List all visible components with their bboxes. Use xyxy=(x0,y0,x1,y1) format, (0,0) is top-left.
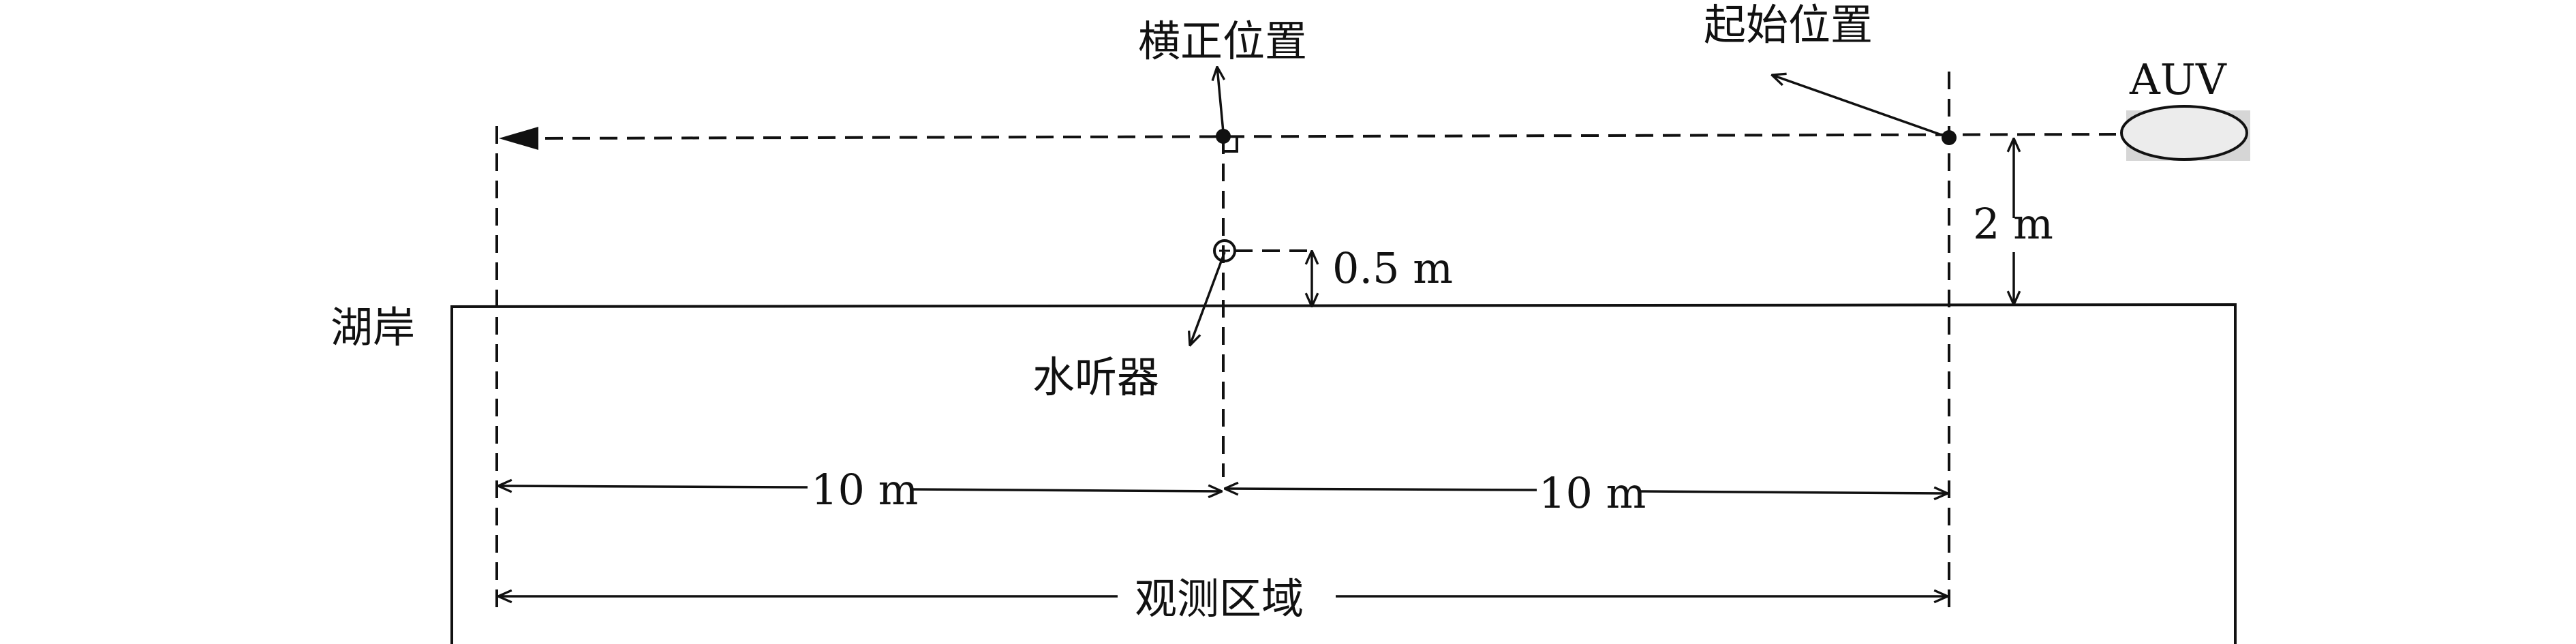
distance-2m-label: 2 m xyxy=(1973,199,2053,249)
hydrophone-label: 水听器 xyxy=(1032,352,1159,402)
lake-shore-label: 湖岸 xyxy=(331,303,415,352)
left-span-arrow-right xyxy=(909,489,1222,491)
start-position-point xyxy=(1942,130,1957,145)
lake-shore-boundary xyxy=(450,303,2237,644)
right-angle-marker xyxy=(1223,138,1238,153)
left-span-arrow-left xyxy=(498,486,808,487)
left-span-label: 10 m xyxy=(811,465,918,515)
lateral-position-point xyxy=(1216,129,1231,144)
lateral-position-leader xyxy=(1217,67,1223,133)
hydrophone-leader xyxy=(1190,251,1226,346)
auv-path-line xyxy=(545,133,2117,140)
auv-body xyxy=(2120,105,2248,161)
start-position-leader xyxy=(1772,75,1944,137)
auv-label: AUV xyxy=(2129,55,2227,104)
right-span-arrow-right xyxy=(1638,491,1948,493)
right-span-label: 10 m xyxy=(1539,468,1646,518)
lateral-position-label: 横正位置 xyxy=(1138,16,1307,66)
start-position-label: 起始位置 xyxy=(1704,0,1873,50)
path-direction-arrowhead xyxy=(499,127,538,150)
depth-offset-label: 0.5 m xyxy=(1332,243,1453,293)
right-span-arrow-left xyxy=(1225,489,1537,490)
observation-area-label: 观测区域 xyxy=(1135,574,1304,624)
